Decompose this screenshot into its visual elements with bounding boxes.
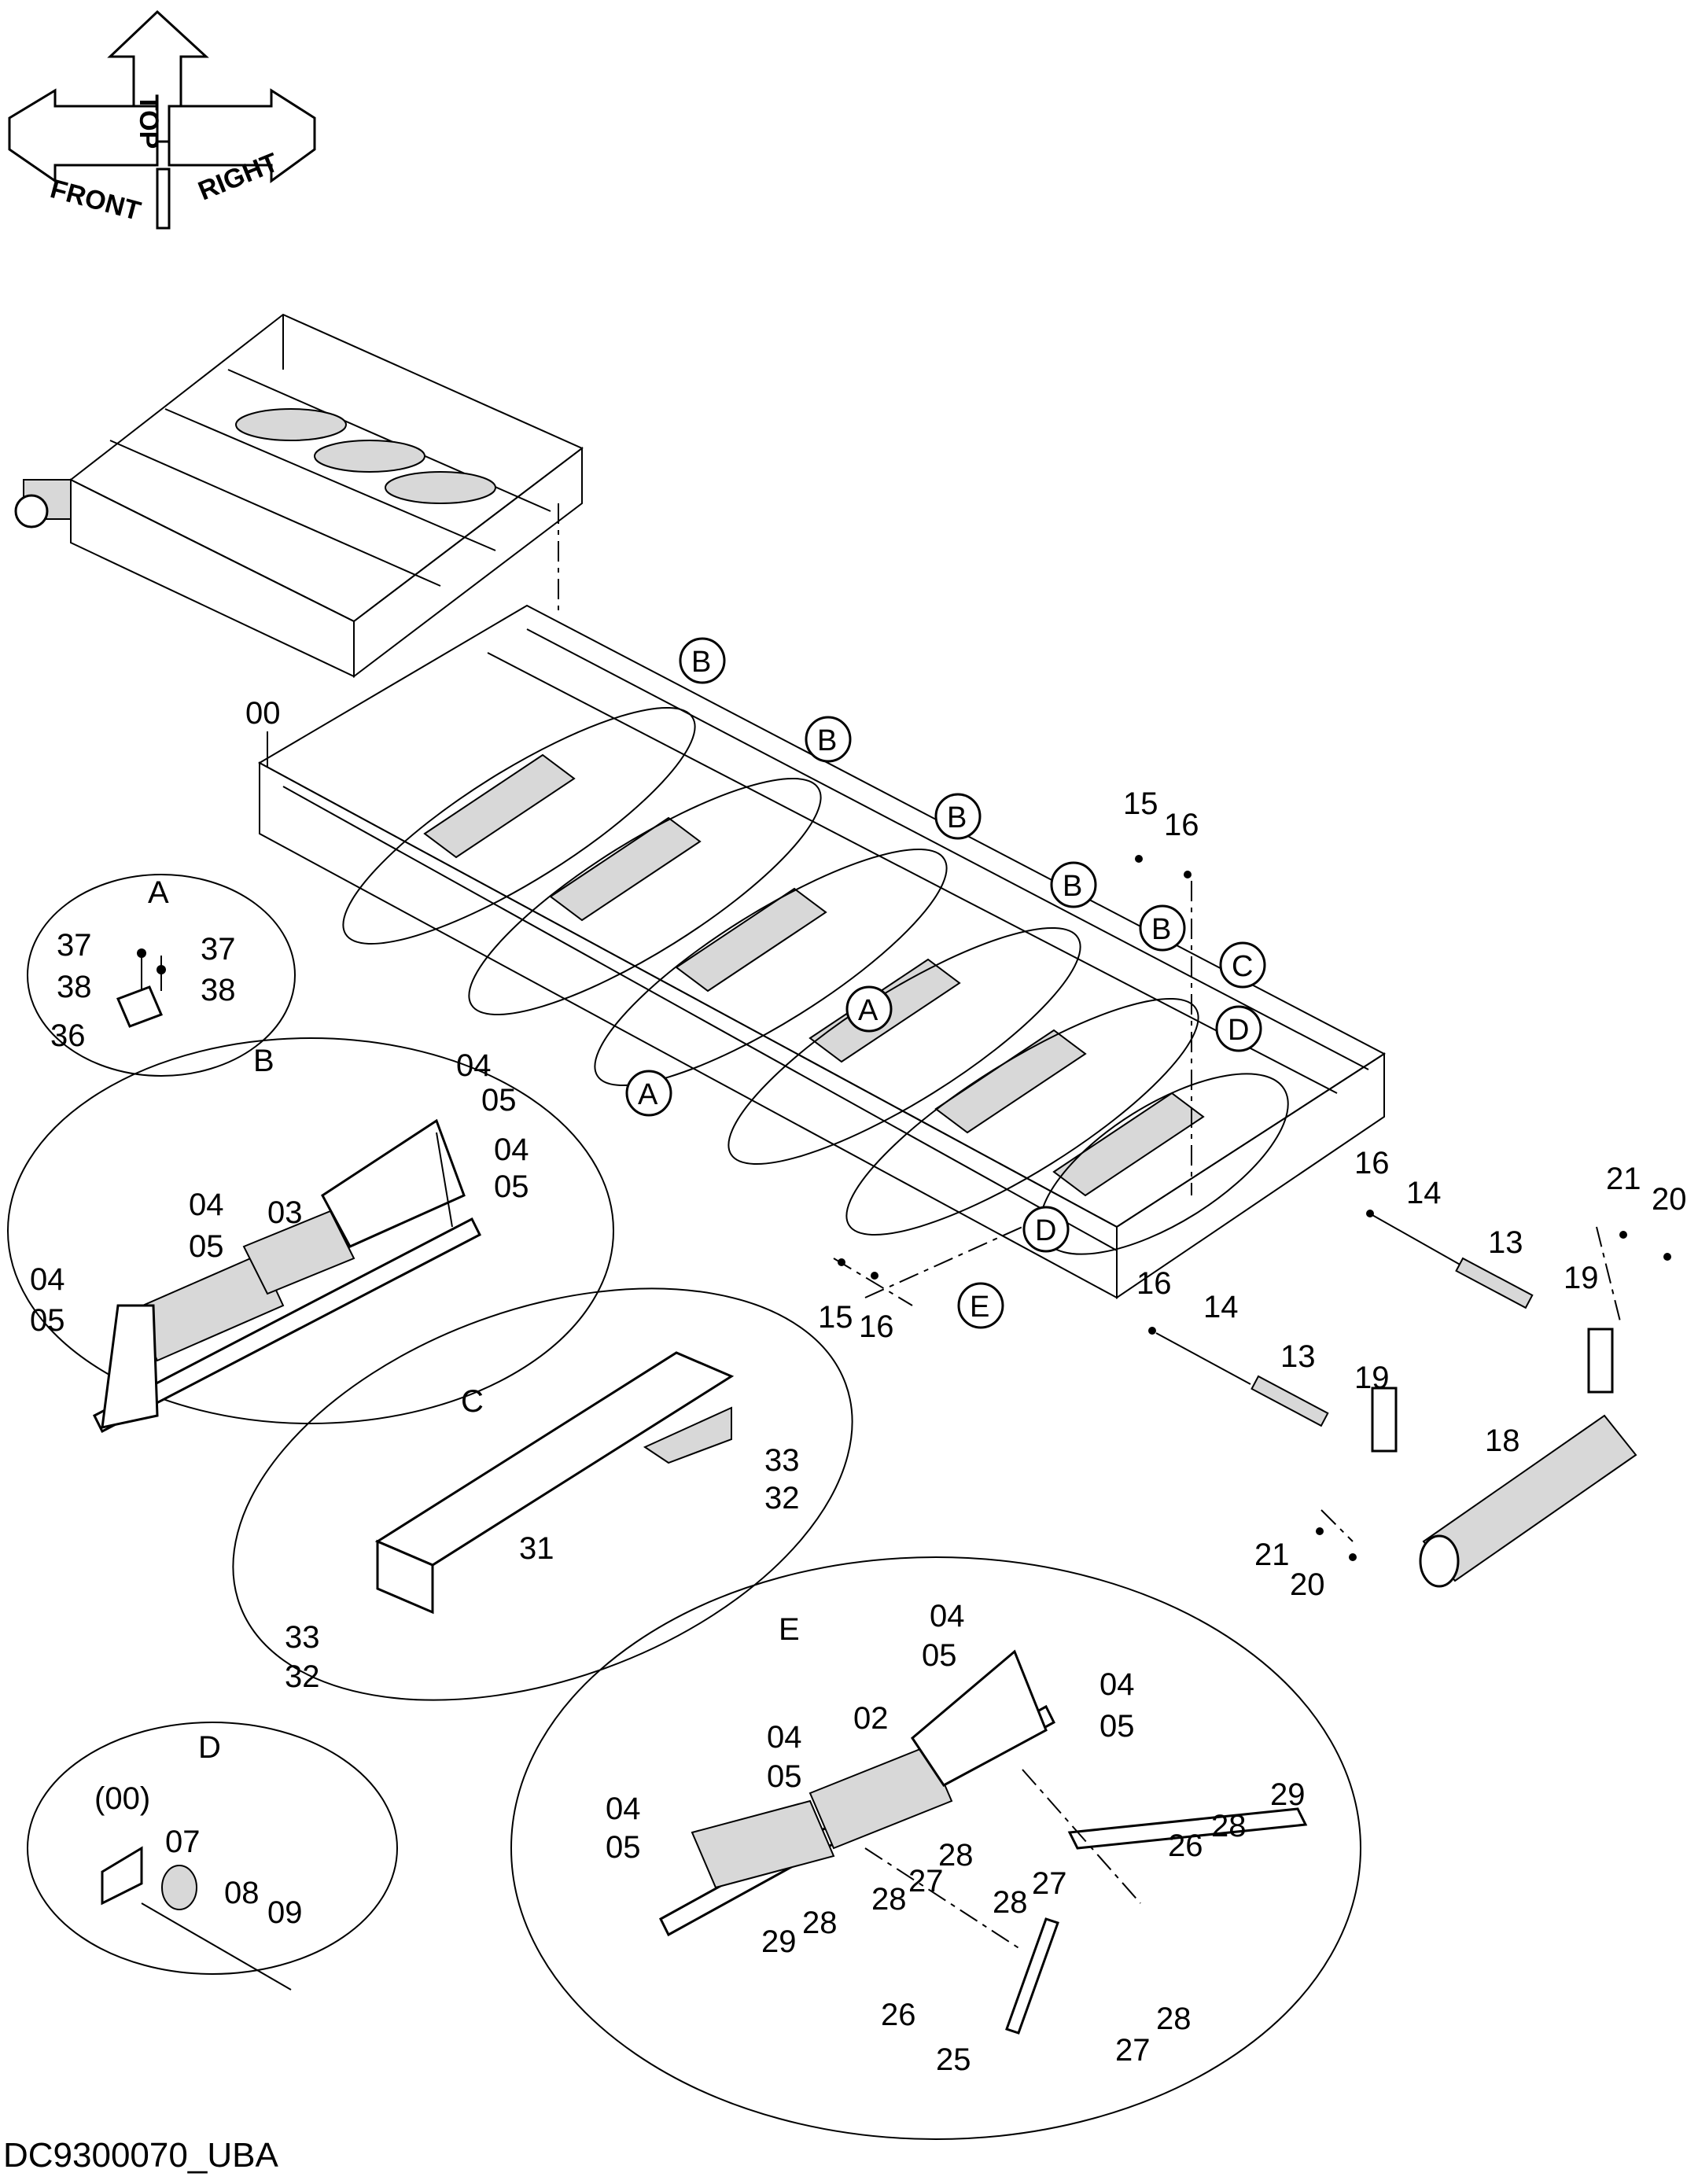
label-16-right: 16 xyxy=(1354,1146,1390,1180)
label-28-e6: 28 xyxy=(1156,2002,1192,2036)
label-13-mid: 13 xyxy=(1280,1339,1316,1374)
callout-b-2: B xyxy=(817,724,837,757)
label-27-e2: 27 xyxy=(1032,1866,1067,1901)
detail-c: C 33 32 31 33 32 xyxy=(232,1287,853,1701)
label-14-right: 14 xyxy=(1406,1176,1442,1210)
callout-a-1: A xyxy=(858,994,878,1027)
detail-e-title: E xyxy=(779,1612,800,1647)
label-05-b2: 05 xyxy=(494,1169,529,1204)
label-16-top: 16 xyxy=(1164,808,1199,842)
label-26-e1: 26 xyxy=(1168,1829,1203,1863)
label-13-right: 13 xyxy=(1488,1225,1523,1260)
label-21-bottom: 21 xyxy=(1254,1538,1290,1572)
label-28-e4: 28 xyxy=(993,1885,1028,1920)
label-03: 03 xyxy=(267,1195,303,1230)
label-26-e2: 26 xyxy=(881,1998,916,2032)
label-33-left: 33 xyxy=(285,1620,320,1655)
detail-b-title: B xyxy=(253,1044,274,1078)
label-14-mid: 14 xyxy=(1203,1290,1239,1324)
label-32-left: 32 xyxy=(285,1659,320,1694)
front-label: FRONT xyxy=(47,174,144,227)
upper-frame-module xyxy=(14,313,584,679)
label-29-e2: 29 xyxy=(761,1924,797,1959)
label-27-e3: 27 xyxy=(1115,2033,1151,2068)
label-00: 00 xyxy=(245,696,281,731)
callout-b-4: B xyxy=(1063,870,1082,903)
label-28-e5: 28 xyxy=(802,1906,838,1940)
main-frame-callouts: B B B B B C D D A A E xyxy=(625,637,1266,1329)
label-15-top: 15 xyxy=(1123,786,1158,821)
callout-e: E xyxy=(970,1291,989,1324)
callout-b-5: B xyxy=(1151,913,1171,946)
label-21-top: 21 xyxy=(1606,1162,1641,1196)
label-36: 36 xyxy=(50,1018,86,1053)
label-20-top: 20 xyxy=(1652,1182,1687,1217)
label-38-b: 38 xyxy=(201,973,236,1007)
label-29-e1: 29 xyxy=(1270,1777,1306,1812)
label-28-e2: 28 xyxy=(871,1882,907,1917)
callout-c: C xyxy=(1232,950,1253,983)
label-05-e4: 05 xyxy=(606,1830,641,1865)
top-label: TOP xyxy=(134,94,164,149)
detail-b: B 04 05 04 05 04 05 03 04 05 xyxy=(7,1037,614,1434)
label-04-e4: 04 xyxy=(606,1792,641,1826)
callout-b-1: B xyxy=(691,646,711,679)
label-02: 02 xyxy=(853,1701,889,1736)
label-04-e1: 04 xyxy=(930,1599,965,1633)
label-16-mid: 16 xyxy=(1136,1266,1172,1301)
detail-d: D (00) 07 08 09 xyxy=(27,1722,398,1991)
label-04-b3: 04 xyxy=(189,1188,224,1222)
label-04-b1: 04 xyxy=(456,1048,492,1083)
label-31: 31 xyxy=(519,1531,554,1566)
main-frame: 00 xyxy=(245,604,1386,1299)
label-37-b: 37 xyxy=(201,932,236,967)
label-04-b4: 04 xyxy=(30,1262,65,1297)
main-frame-rollers xyxy=(423,753,1205,1197)
label-33-right: 33 xyxy=(764,1443,800,1478)
drawing-code: DC9300070_UBA xyxy=(3,2136,278,2175)
orientation-indicator: FRONT TOP RIGHT xyxy=(8,9,316,230)
label-05-e3: 05 xyxy=(767,1759,802,1794)
label-18: 18 xyxy=(1485,1423,1520,1458)
label-19-right: 19 xyxy=(1564,1261,1599,1295)
label-05-e1: 05 xyxy=(922,1638,957,1673)
label-04-e2: 04 xyxy=(1099,1667,1135,1702)
label-37-a: 37 xyxy=(57,928,92,963)
detail-e: E 04 05 04 05 02 04 05 04 05 28 27 28 26… xyxy=(510,1556,1361,2140)
label-25: 25 xyxy=(936,2042,971,2077)
callout-a-2: A xyxy=(638,1078,658,1111)
label-19-mid: 19 xyxy=(1354,1361,1390,1395)
label-08: 08 xyxy=(224,1876,260,1910)
label-04-b2: 04 xyxy=(494,1133,529,1167)
label-38-a: 38 xyxy=(57,970,92,1004)
label-32-right: 32 xyxy=(764,1481,800,1516)
label-15-left: 15 xyxy=(818,1300,853,1335)
label-28-e1: 28 xyxy=(938,1838,974,1873)
detail-a-title: A xyxy=(148,875,169,910)
label-09: 09 xyxy=(267,1895,303,1930)
detail-d-title: D xyxy=(198,1730,221,1765)
callout-b-3: B xyxy=(947,801,967,834)
label-20-bottom: 20 xyxy=(1290,1567,1325,1602)
detail-a: A 37 37 38 38 36 xyxy=(27,874,296,1077)
label-07: 07 xyxy=(165,1825,201,1859)
label-04-e3: 04 xyxy=(767,1720,802,1755)
callout-d-1: D xyxy=(1228,1014,1249,1047)
label-16-left: 16 xyxy=(859,1309,894,1344)
label-05-b1: 05 xyxy=(481,1083,517,1118)
callout-ellipses xyxy=(342,706,1289,1255)
tail-pulley-hardware: 15 16 16 14 13 19 21 20 15 16 16 14 13 1… xyxy=(818,786,1687,1602)
label-05-b3: 05 xyxy=(189,1229,224,1264)
detail-c-title: C xyxy=(461,1384,484,1419)
label-05-b4: 05 xyxy=(30,1303,65,1338)
label-28-e3: 28 xyxy=(1211,1809,1247,1843)
label-00-paren: (00) xyxy=(94,1781,150,1816)
label-05-e2: 05 xyxy=(1099,1709,1135,1744)
label-27-e1: 27 xyxy=(908,1864,944,1899)
callout-d-2: D xyxy=(1035,1214,1056,1247)
